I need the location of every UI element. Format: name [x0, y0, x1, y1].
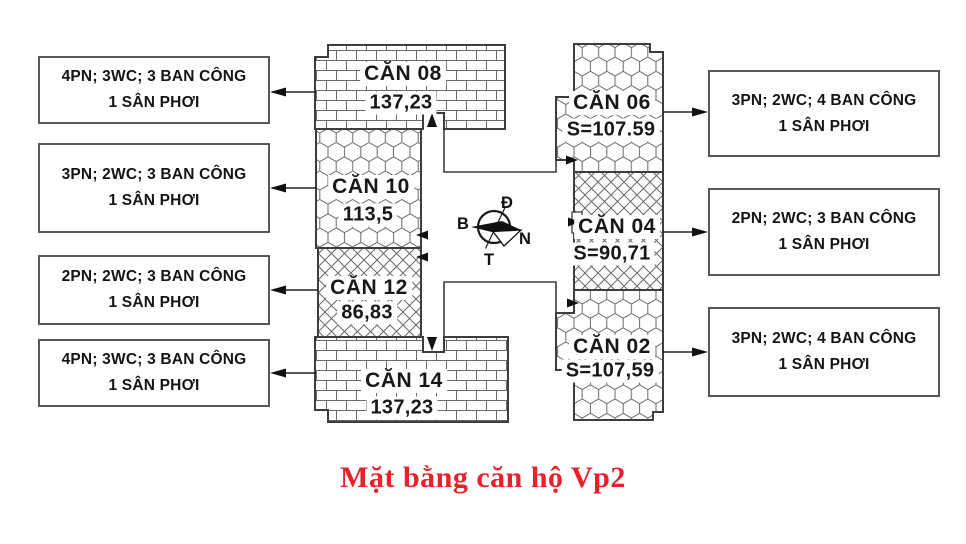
unit-name-can04: CĂN 04: [574, 215, 660, 239]
right-desc-box-1-line2: 1 SÂN PHƠI: [778, 117, 870, 135]
compass-label-left: B: [457, 215, 469, 233]
connector-arrow-left-1: [270, 87, 316, 97]
left-desc-box-2: 3PN; 2WC; 3 BAN CÔNG 1 SÂN PHƠI: [38, 143, 270, 233]
left-desc-box-2-line1: 3PN; 2WC; 3 BAN CÔNG: [61, 166, 247, 183]
entrance-arrow-can06-icon: [566, 155, 578, 165]
connector-arrow-right-3: [663, 347, 708, 357]
right-desc-box-3: 3PN; 2WC; 4 BAN CÔNG 1 SÂN PHƠI: [708, 307, 940, 397]
compass-fin-icon: [491, 229, 523, 247]
right-desc-box-1-line1: 3PN; 2WC; 4 BAN CÔNG: [731, 91, 917, 109]
compass-label-top: Đ: [501, 194, 513, 212]
unit-name-can06: CĂN 06: [569, 91, 655, 115]
left-desc-box-1-line1: 4PN; 3WC; 3 BAN CÔNG: [61, 68, 247, 85]
unit-area-can10: 113,5: [338, 203, 398, 227]
page-title: Mặt bằng căn hộ Vp2: [340, 461, 626, 494]
unit-name-can14: CĂN 14: [361, 369, 447, 393]
right-desc-box-3-line1: 3PN; 2WC; 4 BAN CÔNG: [731, 330, 917, 347]
left-desc-box-4-line1: 4PN; 3WC; 3 BAN CÔNG: [61, 351, 247, 368]
unit-area-can02: S=107,59: [561, 359, 659, 383]
entrance-arrows: [416, 113, 580, 351]
entrance-arrow-can02-icon: [567, 298, 579, 308]
unit-block-can08: [314, 44, 506, 130]
left-desc-box-2-line2: 1 SÂN PHƠI: [108, 192, 200, 209]
connector-arrow-left-4: [270, 368, 316, 378]
connector-arrows-right: [663, 107, 708, 357]
right-desc-box-3-line2: 1 SÂN PHƠI: [778, 356, 870, 373]
hallway-lines: [443, 129, 557, 337]
unit-area-can04: S=90,71: [569, 242, 655, 266]
right-desc-box-2-line1: 2PN; 2WC; 3 BAN CÔNG: [731, 210, 917, 227]
entrance-arrow-can08-icon: [427, 113, 437, 127]
unit-name-can12: CĂN 12: [326, 276, 412, 300]
right-desc-box-2: 2PN; 2WC; 3 BAN CÔNG 1 SÂN PHƠI: [708, 188, 940, 276]
connector-arrows-left: [270, 87, 318, 378]
entrance-arrow-can04-icon: [568, 217, 580, 227]
entrance-arrow-can14-icon: [427, 337, 437, 351]
unit-name-can08: CĂN 08: [360, 62, 446, 86]
left-desc-box-3: 2PN; 2WC; 3 BAN CÔNG 1 SÂN PHƠI: [38, 255, 270, 325]
unit-area-can06: S=107.59: [562, 118, 660, 142]
unit-area-can08: 137,23: [365, 91, 437, 115]
entrance-arrow-can12-icon: [416, 252, 428, 262]
left-desc-box-3-line2: 1 SÂN PHƠI: [108, 294, 200, 311]
right-desc-box-2-line2: 1 SÂN PHƠI: [778, 236, 870, 253]
left-desc-box-1: 4PN; 3WC; 3 BAN CÔNG 1 SÂN PHƠI: [38, 56, 270, 124]
connector-arrow-left-2: [270, 183, 316, 193]
unit-area-can12: 86,83: [337, 301, 397, 325]
unit-name-can10: CĂN 10: [328, 175, 414, 199]
left-desc-box-4: 4PN; 3WC; 3 BAN CÔNG 1 SÂN PHƠI: [38, 339, 270, 407]
left-desc-box-3-line1: 2PN; 2WC; 3 BAN CÔNG: [61, 268, 247, 285]
right-desc-box-1: 3PN; 2WC; 4 BAN CÔNG 1 SÂN PHƠI: [708, 70, 940, 157]
connector-arrow-right-1: [663, 107, 708, 117]
connector-arrow-right-2: [663, 227, 708, 237]
compass-label-bottom: T: [484, 251, 494, 269]
compass-needle-icon: [471, 221, 521, 233]
left-desc-box-4-line2: 1 SÂN PHƠI: [108, 377, 200, 394]
compass-icon: Đ B N T: [457, 194, 531, 269]
entrance-arrow-can10-icon: [416, 230, 428, 240]
compass-label-right: N: [519, 230, 531, 248]
unit-name-can02: CĂN 02: [569, 335, 655, 359]
left-desc-box-1-line2: 1 SÂN PHƠI: [108, 94, 200, 111]
connector-arrow-left-3: [270, 285, 318, 295]
unit-area-can14: 137,23: [366, 396, 438, 420]
